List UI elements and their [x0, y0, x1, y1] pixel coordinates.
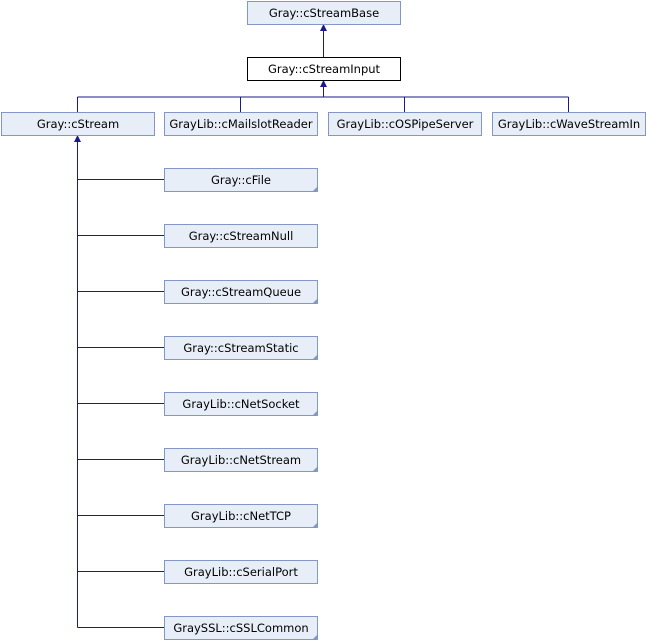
class-box-streamstatic — [164, 336, 318, 360]
class-node-streambase[interactable]: Gray::cStreamBase — [247, 1, 401, 25]
class-node-netstream[interactable]: GrayLib::cNetStream — [164, 448, 318, 472]
class-box-ospipe — [328, 112, 482, 136]
class-node-netsocket[interactable]: GrayLib::cNetSocket — [164, 392, 318, 416]
class-box-nettcp — [164, 504, 318, 528]
class-node-file[interactable]: Gray::cFile — [164, 168, 318, 192]
class-box-mailslot — [164, 112, 318, 136]
class-label-sslcommon: GraySSL::cSSLCommon — [173, 621, 308, 635]
class-label-netsocket: GrayLib::cNetSocket — [182, 397, 300, 411]
class-label-streamqueue: Gray::cStreamQueue — [181, 285, 301, 299]
class-box-stream — [1, 112, 155, 136]
class-label-netstream: GrayLib::cNetStream — [181, 453, 301, 467]
class-box-netstream — [164, 448, 318, 472]
class-node-mailslot[interactable]: GrayLib::cMailslotReader — [164, 112, 318, 136]
class-label-serialport: GrayLib::cSerialPort — [184, 565, 298, 579]
arrowhead-streaminput — [320, 80, 327, 87]
more-derived-indicator-icon — [312, 410, 318, 416]
arrowhead-streambase — [320, 24, 327, 31]
class-box-streamnull — [164, 224, 318, 248]
more-derived-indicator-icon — [312, 298, 318, 304]
class-box-netsocket — [164, 392, 318, 416]
class-node-streamnull[interactable]: Gray::cStreamNull — [164, 224, 318, 248]
more-derived-indicator-icon — [312, 522, 318, 528]
class-box-streamqueue — [164, 280, 318, 304]
class-node-wavestream[interactable]: GrayLib::cWaveStreamIn — [492, 112, 646, 136]
more-derived-indicator-icon — [312, 634, 318, 640]
class-box-streaminput — [247, 57, 401, 81]
class-node-streaminput: Gray::cStreamInput — [247, 57, 401, 81]
class-label-streamstatic: Gray::cStreamStatic — [183, 341, 298, 355]
class-label-ospipe: GrayLib::cOSPipeServer — [337, 117, 474, 131]
class-label-streaminput: Gray::cStreamInput — [268, 62, 381, 76]
class-label-file: Gray::cFile — [211, 173, 271, 187]
arrowhead-stream — [74, 135, 81, 142]
more-derived-indicator-icon — [312, 466, 318, 472]
class-node-streamqueue[interactable]: Gray::cStreamQueue — [164, 280, 318, 304]
class-node-ospipe[interactable]: GrayLib::cOSPipeServer — [328, 112, 482, 136]
class-label-wavestream: GrayLib::cWaveStreamIn — [498, 117, 640, 131]
class-node-sslcommon[interactable]: GraySSL::cSSLCommon — [164, 616, 318, 640]
class-label-streamnull: Gray::cStreamNull — [189, 229, 294, 243]
edges-layer — [74, 24, 569, 628]
class-node-streamstatic[interactable]: Gray::cStreamStatic — [164, 336, 318, 360]
class-node-stream[interactable]: Gray::cStream — [1, 112, 155, 136]
class-label-nettcp: GrayLib::cNetTCP — [191, 509, 291, 523]
more-derived-indicator-icon — [312, 354, 318, 360]
more-derived-indicator-icon — [312, 186, 318, 192]
class-box-file — [164, 168, 318, 192]
class-node-nettcp[interactable]: GrayLib::cNetTCP — [164, 504, 318, 528]
class-node-serialport[interactable]: GrayLib::cSerialPort — [164, 560, 318, 584]
class-box-streambase — [247, 1, 401, 25]
class-label-mailslot: GrayLib::cMailslotReader — [169, 117, 313, 131]
class-label-stream: Gray::cStream — [37, 117, 119, 131]
class-box-serialport — [164, 560, 318, 584]
class-label-streambase: Gray::cStreamBase — [269, 6, 379, 20]
